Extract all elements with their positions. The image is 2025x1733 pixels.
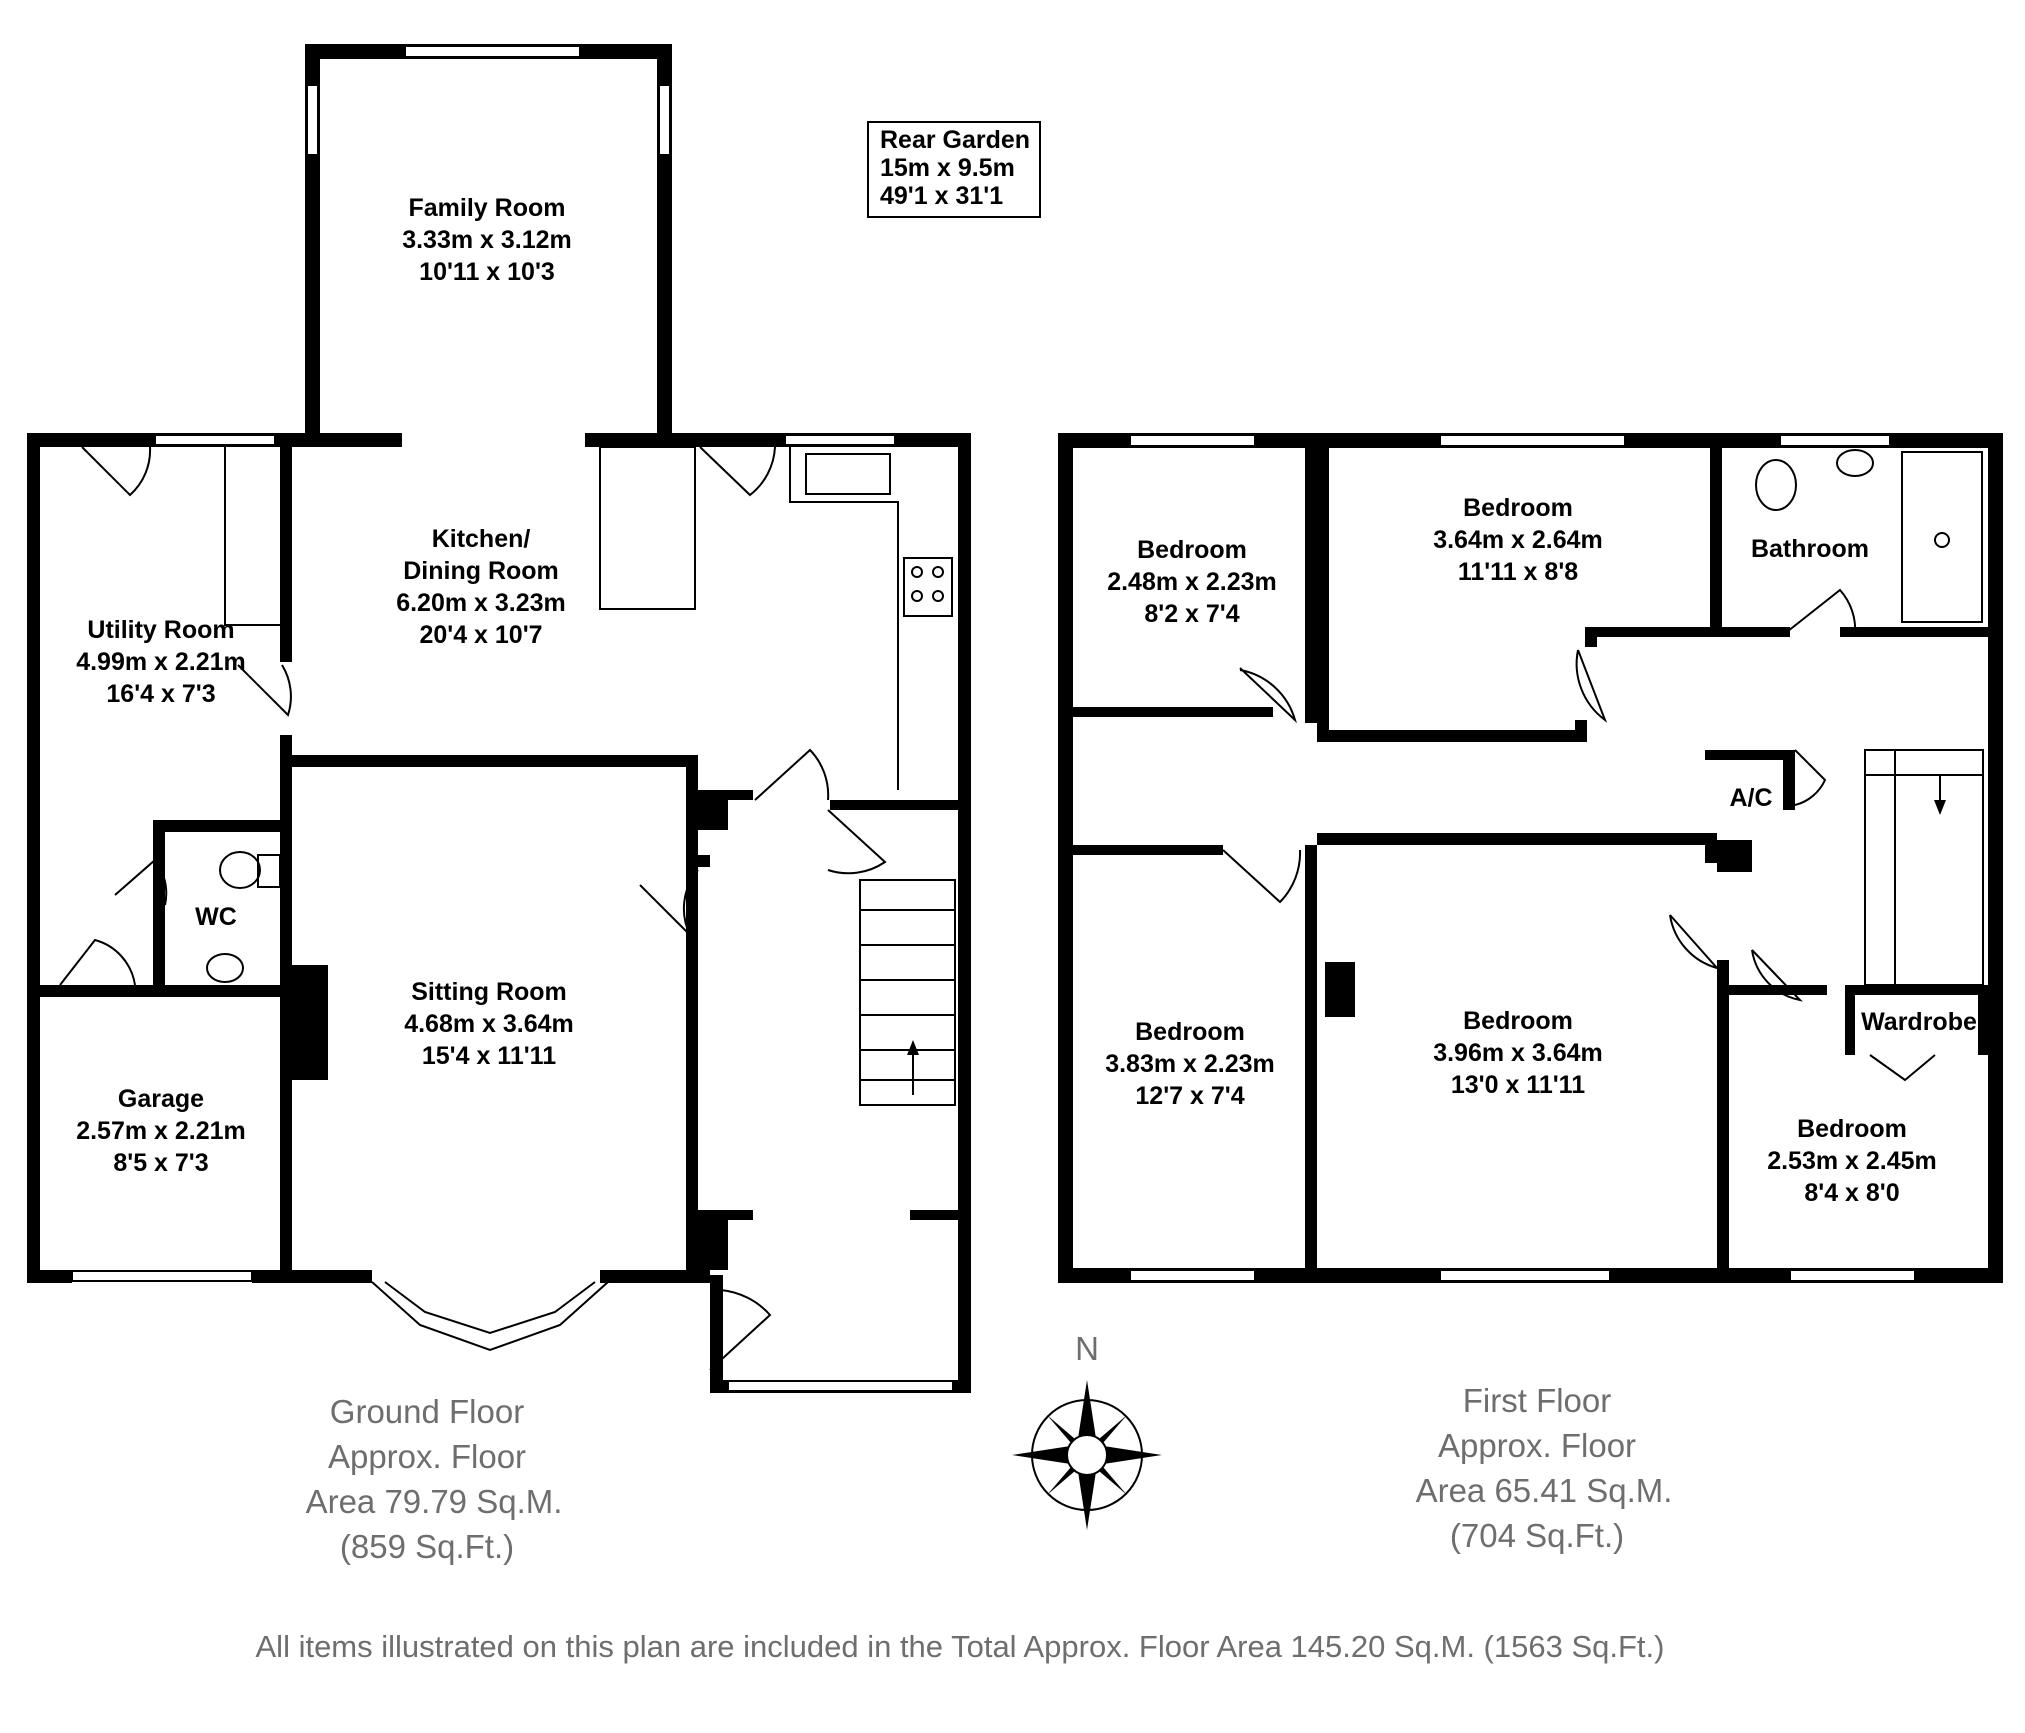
family-room-name: Family Room [409,194,566,222]
first-floor-caption-line1: First Floor [1463,1382,1612,1419]
rear-garden-imperial: 49'1 x 31'1 [880,182,1003,210]
bedroom-3-imperial: 12'7 x 7'4 [1135,1082,1244,1110]
bedroom-5-name: Bedroom [1797,1115,1907,1143]
rear-garden-metric: 15m x 9.5m [880,154,1015,182]
kitchen-name-line2: Dining Room [403,557,559,585]
first-floor-caption-line3: Area 65.41 Sq.M. [1416,1472,1673,1509]
bedroom-5-imperial: 8'4 x 8'0 [1804,1179,1899,1207]
ground-floor-caption-line2: Approx. Floor [328,1438,526,1475]
first-floor-plan [867,121,2003,1283]
utility-room-metric: 4.99m x 2.21m [76,648,246,676]
sitting-room-metric: 4.68m x 3.64m [404,1010,574,1038]
kitchen-imperial: 20'4 x 10'7 [419,621,542,649]
bedroom-4-imperial: 13'0 x 11'11 [1451,1071,1585,1099]
sitting-room-imperial: 15'4 x 11'11 [422,1042,556,1070]
kitchen-metric: 6.20m x 3.23m [396,589,566,617]
bedroom-3-name: Bedroom [1135,1018,1245,1046]
bedroom-1-metric: 2.48m x 2.23m [1107,568,1277,596]
garage-metric: 2.57m x 2.21m [76,1117,246,1145]
bathroom-name: Bathroom [1751,535,1869,563]
ground-floor-plan [27,44,971,1393]
bedroom-1-name: Bedroom [1137,536,1247,564]
bedroom-2-metric: 3.64m x 2.64m [1433,526,1603,554]
wc-name: WC [195,903,237,931]
utility-room-name: Utility Room [87,616,234,644]
compass-rose-icon: N [1012,1330,1162,1530]
wardrobe-name: Wardrobe [1861,1008,1977,1036]
footer-note: All items illustrated on this plan are i… [256,1629,1665,1664]
bedroom-4-metric: 3.96m x 3.64m [1433,1039,1603,1067]
kitchen-name-line1: Kitchen/ [432,525,531,553]
first-floor-caption-line4: (704 Sq.Ft.) [1450,1517,1624,1554]
utility-room-imperial: 16'4 x 7'3 [106,680,215,708]
first-floor-caption-line2: Approx. Floor [1438,1427,1636,1464]
bedroom-1-imperial: 8'2 x 7'4 [1144,600,1239,628]
ground-floor-caption-line4: (859 Sq.Ft.) [340,1528,514,1565]
ground-floor-caption-line1: Ground Floor [330,1393,524,1430]
garage-imperial: 8'5 x 7'3 [113,1149,208,1177]
ac-name: A/C [1729,784,1772,812]
ground-floor-caption-line3: Area 79.79 Sq.M. [306,1483,563,1520]
bedroom-5-metric: 2.53m x 2.45m [1767,1147,1937,1175]
compass-north-label: N [1075,1330,1099,1367]
sitting-room-name: Sitting Room [411,978,567,1006]
garage-name: Garage [118,1085,204,1113]
bedroom-2-name: Bedroom [1463,494,1573,522]
bedroom-4-name: Bedroom [1463,1007,1573,1035]
family-room-imperial: 10'11 x 10'3 [419,258,555,286]
bedroom-3-metric: 3.83m x 2.23m [1105,1050,1275,1078]
rear-garden-box [867,121,1041,218]
family-room-metric: 3.33m x 3.12m [402,226,572,254]
bedroom-2-imperial: 11'11 x 8'8 [1458,558,1578,586]
rear-garden-name: Rear Garden [880,126,1030,154]
